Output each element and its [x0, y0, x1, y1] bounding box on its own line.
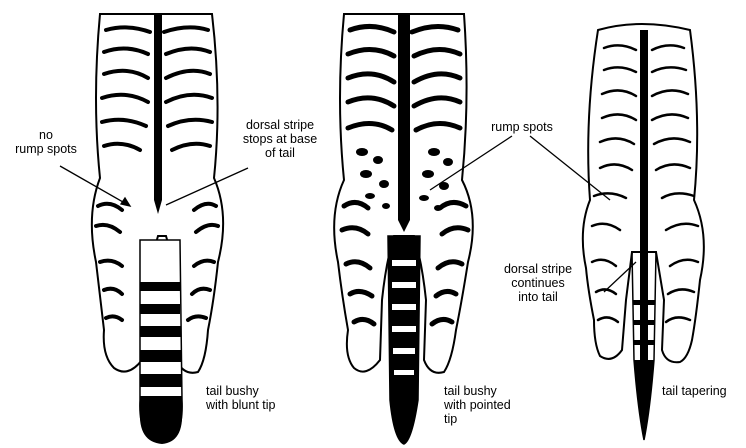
label-tail-tapering: tail tapering	[662, 384, 746, 398]
label-tail-bushy-pointed-tip: tail bushy with pointed tip	[444, 384, 544, 426]
label-dorsal-stripe-continues: dorsal stripe continues into tail	[486, 262, 590, 304]
label-tail-bushy-blunt-tip: tail bushy with blunt tip	[206, 384, 316, 412]
label-no-rump-spots: no rump spots	[6, 128, 86, 156]
label-dorsal-stripe-stops: dorsal stripe stops at base of tail	[228, 118, 332, 160]
label-rump-spots: rump spots	[480, 120, 564, 134]
